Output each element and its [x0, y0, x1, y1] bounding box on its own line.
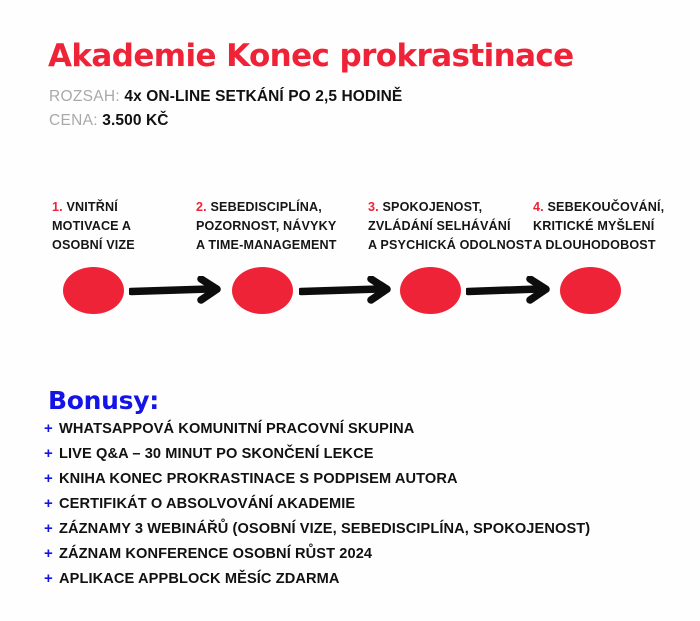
meta-rozsah-value: 4x ON-LINE SETKÁNÍ PO 2,5 HODINĚ — [124, 88, 403, 105]
step-circle-1 — [63, 267, 124, 314]
step-circle-3 — [400, 267, 461, 314]
step-label-3: 3. SPOKOJENOST, ZVLÁDÁNÍ SELHÁVÁNÍ A PSY… — [368, 198, 532, 255]
step-label-2: 2. SEBEDISCIPLÍNA, POZORNOST, NÁVYKY A T… — [196, 198, 337, 255]
plus-icon: + — [44, 470, 53, 487]
arrow-icon-2 — [299, 276, 391, 304]
plus-icon: + — [44, 545, 53, 562]
step-label-1: 1. VNITŘNÍ MOTIVACE A OSOBNÍ VIZE — [52, 198, 135, 255]
step-2-line-1: 2. SEBEDISCIPLÍNA, — [196, 198, 337, 217]
step-2-text-1: SEBEDISCIPLÍNA, — [210, 200, 322, 214]
plus-icon: + — [44, 420, 53, 437]
bonus-item-text: LIVE Q&A – 30 MINUT PO SKONČENÍ LEKCE — [59, 446, 374, 462]
list-item: + CERTIFIKÁT O ABSOLVOVÁNÍ AKADEMIE — [44, 495, 590, 520]
list-item: + ZÁZNAM KONFERENCE OSOBNÍ RŮST 2024 — [44, 545, 590, 570]
list-item: + WHATSAPPOVÁ KOMUNITNÍ PRACOVNÍ SKUPINA — [44, 420, 590, 445]
meta-cena-value: 3.500 KČ — [102, 112, 169, 129]
step-1-text-1: VNITŘNÍ — [66, 200, 118, 214]
bonus-item-text: KNIHA KONEC PROKRASTINACE S PODPISEM AUT… — [59, 471, 458, 487]
step-1-line-2: MOTIVACE A — [52, 219, 132, 233]
step-4-line-1: 4. SEBEKOUČOVÁNÍ, — [533, 198, 664, 217]
list-item: + LIVE Q&A – 30 MINUT PO SKONČENÍ LEKCE — [44, 445, 590, 470]
list-item: + ZÁZNAMY 3 WEBINÁŘŮ (OSOBNÍ VIZE, SEBED… — [44, 520, 590, 545]
step-4-number: 4. — [533, 200, 544, 214]
bonus-item-text: WHATSAPPOVÁ KOMUNITNÍ PRACOVNÍ SKUPINA — [59, 421, 415, 437]
list-item: + APLIKACE APPBLOCK MĚSÍC ZDARMA — [44, 570, 590, 595]
bonus-item-text: ZÁZNAMY 3 WEBINÁŘŮ (OSOBNÍ VIZE, SEBEDIS… — [59, 521, 591, 537]
step-1-number: 1. — [52, 200, 63, 214]
step-1-line-3: OSOBNÍ VIZE — [52, 238, 135, 252]
arrow-icon-1 — [129, 276, 221, 304]
meta-rozsah-key: ROZSAH: — [49, 88, 120, 105]
arrow-icon-3 — [466, 276, 550, 304]
step-2-line-2: POZORNOST, NÁVYKY — [196, 219, 337, 233]
step-circle-4 — [560, 267, 621, 314]
step-4-text-1: SEBEKOUČOVÁNÍ, — [547, 200, 665, 214]
step-circle-2 — [232, 267, 293, 314]
bonus-section-title: Bonusy: — [48, 386, 159, 415]
plus-icon: + — [44, 495, 53, 512]
bonus-item-text: APLIKACE APPBLOCK MĚSÍC ZDARMA — [59, 571, 340, 587]
step-3-line-3: A PSYCHICKÁ ODOLNOST — [368, 238, 533, 252]
bonus-item-text: CERTIFIKÁT O ABSOLVOVÁNÍ AKADEMIE — [59, 496, 356, 512]
meta-cena-key: CENA: — [49, 112, 98, 129]
steps-flow-diagram: 1. VNITŘNÍ MOTIVACE A OSOBNÍ VIZE 2. SEB… — [52, 198, 664, 314]
plus-icon: + — [44, 520, 53, 537]
step-4-line-3: A DLOUHODOBOST — [533, 238, 656, 252]
step-1-line-1: 1. VNITŘNÍ — [52, 198, 135, 217]
bonus-item-text: ZÁZNAM KONFERENCE OSOBNÍ RŮST 2024 — [59, 546, 373, 562]
meta-cena: CENA: 3.500 KČ — [49, 112, 169, 130]
step-3-text-1: SPOKOJENOST, — [382, 200, 483, 214]
plus-icon: + — [44, 445, 53, 462]
page-title: Akademie Konec prokrastinace — [48, 38, 574, 74]
step-3-number: 3. — [368, 200, 379, 214]
step-2-line-3: A TIME-MANAGEMENT — [196, 238, 337, 252]
step-label-4: 4. SEBEKOUČOVÁNÍ, KRITICKÉ MYŠLENÍ A DLO… — [533, 198, 664, 255]
plus-icon: + — [44, 570, 53, 587]
step-3-line-2: ZVLÁDÁNÍ SELHÁVÁNÍ — [368, 219, 511, 233]
meta-rozsah: ROZSAH: 4x ON-LINE SETKÁNÍ PO 2,5 HODINĚ — [49, 88, 402, 106]
bonus-list: + WHATSAPPOVÁ KOMUNITNÍ PRACOVNÍ SKUPINA… — [44, 420, 590, 595]
step-3-line-1: 3. SPOKOJENOST, — [368, 198, 532, 217]
step-2-number: 2. — [196, 200, 207, 214]
list-item: + KNIHA KONEC PROKRASTINACE S PODPISEM A… — [44, 470, 590, 495]
step-4-line-2: KRITICKÉ MYŠLENÍ — [533, 219, 655, 233]
